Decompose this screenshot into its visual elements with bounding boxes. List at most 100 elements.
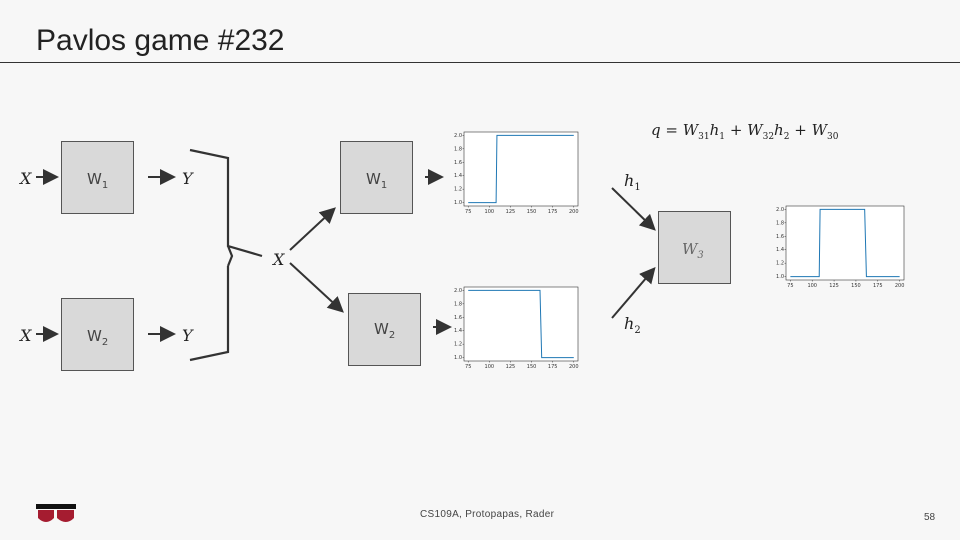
h1-symbol: h1: [624, 171, 641, 193]
x-bottom-symbol: X: [20, 326, 32, 345]
w1-left-box: [61, 141, 134, 214]
arrow-x-to-w1-mid: [289, 207, 336, 251]
x-tick-label: 150: [527, 209, 537, 215]
eq-t1: W: [682, 121, 699, 139]
arrow-h2-to-w3: [611, 266, 656, 319]
w2-left-sub: 2: [101, 337, 109, 348]
h2-symbol: h2: [624, 314, 641, 336]
w1-left-sub: 1: [101, 180, 109, 191]
w1-mid-sub: 1: [380, 180, 388, 191]
w1-left-text: W: [87, 170, 102, 188]
w3-label: W3: [682, 240, 704, 261]
plot-area: [785, 205, 905, 281]
eq-t1-h: h: [709, 121, 720, 139]
w2-mid-sub: 2: [388, 330, 396, 341]
y-bottom-symbol: Y: [182, 326, 193, 345]
eq-t3: W: [811, 121, 828, 139]
y-top-symbol: Y: [182, 169, 193, 188]
x-tick-label: 200: [895, 283, 905, 289]
x-tick-label: 200: [569, 209, 579, 215]
x-tick-label: 100: [485, 364, 495, 370]
x-tick-label: 175: [548, 209, 558, 215]
y-tick-label: 1.4: [776, 247, 784, 253]
w2-mid-box: [348, 293, 421, 366]
w2-left-box: [61, 298, 134, 371]
y-tick-label: 1.4: [454, 173, 462, 179]
y-tick-label: 1.2: [454, 187, 462, 193]
eq-t1-h-sub: 1: [719, 132, 726, 142]
w2-mid-label: W2: [374, 320, 395, 341]
title-divider: [0, 62, 960, 63]
h2-text: h: [624, 314, 635, 333]
w2-left-text: W: [87, 327, 102, 345]
series-line: [790, 208, 900, 278]
y-tick-label: 1.4: [454, 328, 462, 334]
y-tick-label: 1.2: [454, 342, 462, 348]
w3-sub: 3: [697, 250, 704, 261]
w1-mid-box: [340, 141, 413, 214]
y-tick-label: 2.0: [776, 207, 784, 213]
x-tick-label: 75: [465, 209, 471, 215]
w1-mid-text: W: [366, 170, 381, 188]
y-tick-label: 1.0: [776, 274, 784, 280]
w1-left-label: W1: [87, 170, 108, 191]
y-tick-label: 1.8: [776, 220, 784, 226]
output-equation: q = W31h1 + W32h2 + W30: [651, 121, 838, 142]
x-tick-label: 75: [465, 364, 471, 370]
eq-t2-sub: 32: [762, 132, 775, 142]
arrow-h1-to-w3: [611, 187, 656, 231]
eq-t2: W: [747, 121, 763, 139]
eq-t2-h: h: [774, 121, 784, 139]
chart-h2: 1.0 1.2 1.4 1.6 1.8 2.0 75 100 125 150 175 200: [454, 286, 579, 370]
y-tick-label: 1.0: [454, 355, 462, 361]
footer-course: CS109A, Protopapas, Rader: [420, 509, 555, 520]
y-tick-label: 2.0: [454, 288, 462, 294]
h1-text: h: [624, 171, 635, 190]
y-tick-label: 1.8: [454, 146, 462, 152]
x-tick-label: 100: [485, 209, 495, 215]
eq-t1-sub: 31: [698, 132, 710, 142]
series-line: [468, 289, 574, 359]
eq-equals: =: [665, 121, 678, 139]
plot-area: [463, 131, 579, 207]
eq-t2-h-sub: 2: [783, 132, 790, 142]
series-line: [468, 134, 574, 204]
x-tick-label: 125: [506, 209, 516, 215]
x-tick-label: 150: [851, 283, 861, 289]
x-tick-label: 175: [873, 283, 883, 289]
eq-plus2: +: [794, 121, 807, 139]
w2-left-label: W2: [87, 327, 108, 348]
y-tick-label: 2.0: [454, 133, 462, 139]
y-tick-label: 1.6: [454, 315, 462, 321]
plot-area: [463, 286, 579, 362]
eq-plus1: +: [729, 121, 743, 139]
x-merge-symbol: X: [273, 250, 285, 269]
x-tick-label: 125: [506, 364, 516, 370]
y-tick-label: 1.8: [454, 301, 462, 307]
slide-title: Pavlos game #232: [36, 24, 285, 57]
chart-h1: 1.0 1.2 1.4 1.6 1.8 2.0 75 100 125 150 175 200: [454, 131, 579, 215]
merge-bracket: [189, 148, 263, 362]
x-tick-label: 75: [787, 283, 793, 289]
arrow-x-to-w2-mid: [289, 262, 344, 313]
eq-lhs: q: [651, 121, 661, 139]
x-tick-label: 150: [527, 364, 537, 370]
x-tick-label: 200: [569, 364, 579, 370]
h2-sub: 2: [634, 325, 641, 337]
y-tick-label: 1.0: [454, 200, 462, 206]
harvard-logo: [36, 504, 76, 533]
y-tick-label: 1.2: [776, 261, 784, 267]
w3-box: [658, 211, 731, 284]
w1-mid-label: W1: [366, 170, 387, 191]
page-number: 58: [924, 512, 936, 523]
x-tick-label: 100: [807, 283, 817, 289]
h1-sub: 1: [634, 182, 641, 194]
w2-mid-text: W: [374, 320, 389, 338]
x-tick-label: 175: [548, 364, 558, 370]
eq-t3-sub: 30: [827, 132, 839, 142]
y-tick-label: 1.6: [776, 234, 784, 240]
y-tick-label: 1.6: [454, 160, 462, 166]
x-top-symbol: X: [20, 169, 32, 188]
